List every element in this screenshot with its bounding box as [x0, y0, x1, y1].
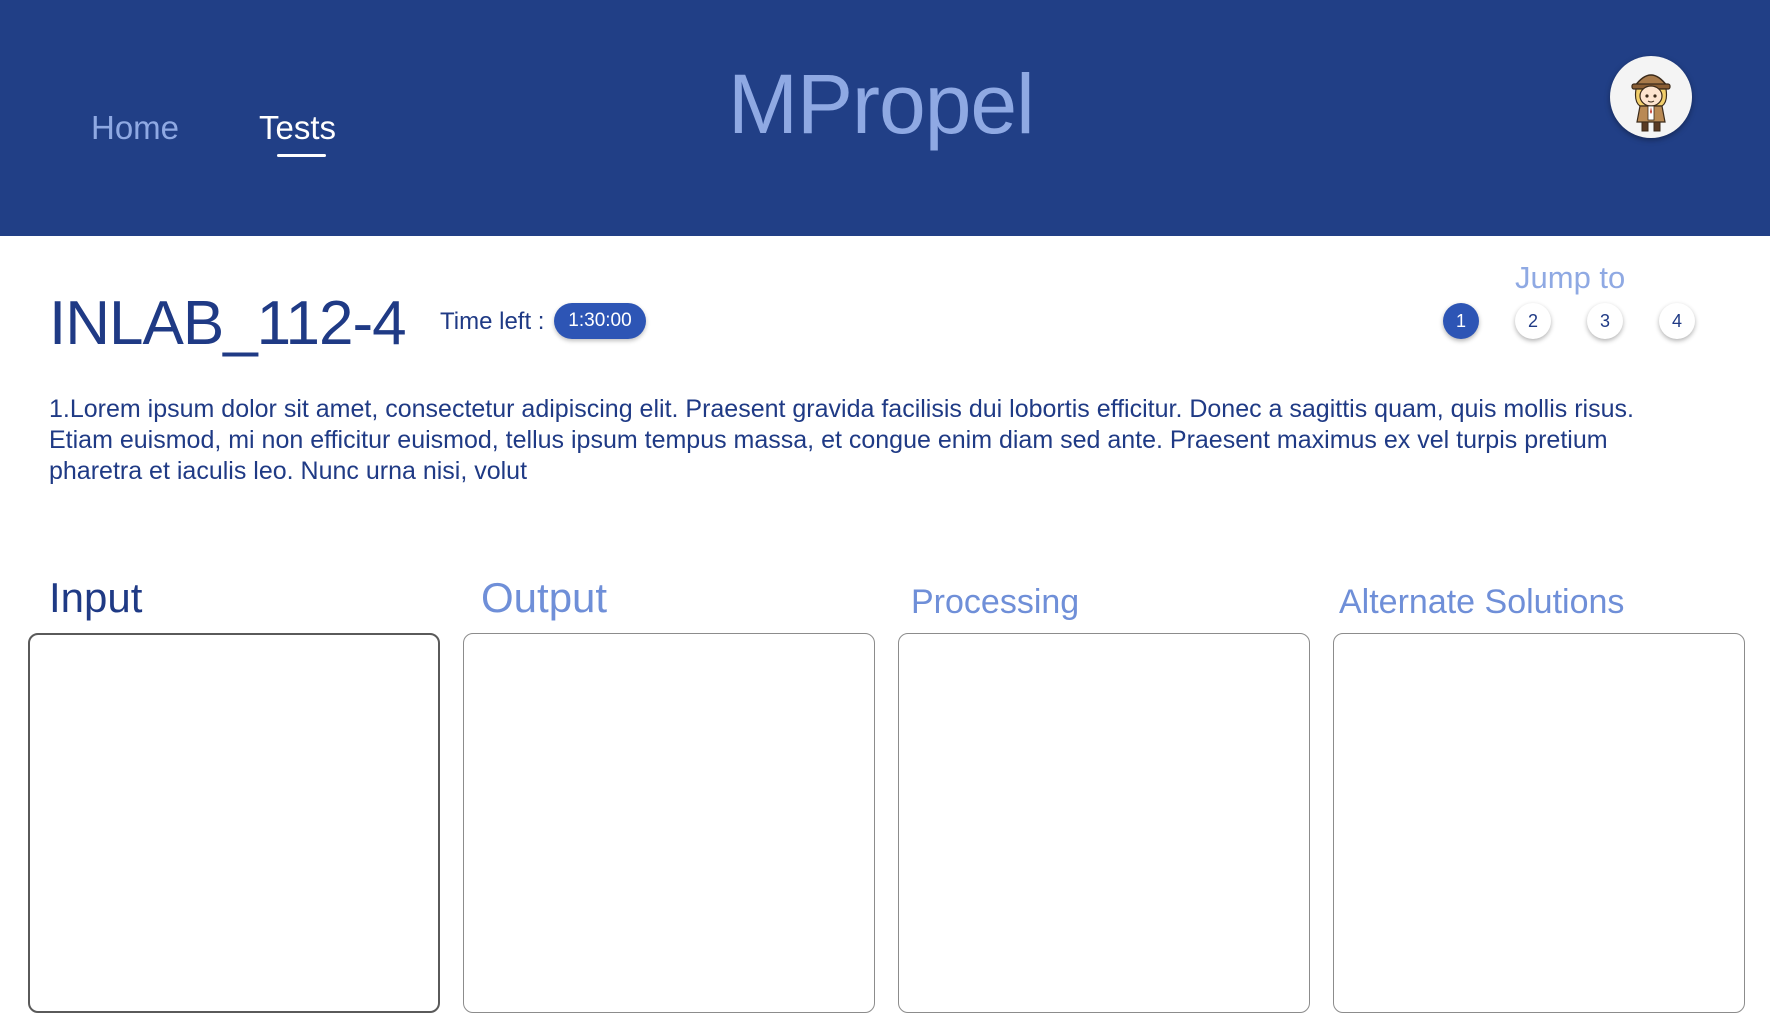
time-left-label: Time left :	[440, 308, 545, 335]
output-panel	[463, 633, 875, 1013]
detective-character-icon	[1631, 74, 1671, 132]
nav-home[interactable]: Home	[91, 109, 180, 146]
timer-badge: 1:30:00	[554, 303, 646, 339]
jump-button-3[interactable]: 3	[1587, 303, 1623, 339]
processing-textarea[interactable]	[899, 634, 1309, 1012]
jump-button-4[interactable]: 4	[1659, 303, 1695, 339]
input-label: Input	[49, 574, 143, 621]
avatar[interactable]	[1610, 56, 1692, 138]
alternate-solutions-label: Alternate Solutions	[1339, 583, 1625, 621]
input-textarea[interactable]	[30, 635, 438, 1011]
input-panel	[28, 633, 440, 1013]
test-title: INLAB_112-4	[49, 289, 407, 358]
processing-panel	[898, 633, 1310, 1013]
jump-button-1[interactable]: 1	[1443, 303, 1479, 339]
alternate-solutions-textarea[interactable]	[1334, 634, 1744, 1012]
nav-active-indicator	[277, 154, 326, 157]
app-header: Home Tests MPropel	[0, 0, 1770, 236]
brand-title: MPropel	[728, 57, 1035, 151]
jump-to-label: Jump to	[1515, 260, 1626, 295]
alternate-solutions-panel	[1333, 633, 1745, 1013]
output-label: Output	[481, 574, 608, 621]
processing-label: Processing	[911, 583, 1080, 621]
output-textarea[interactable]	[464, 634, 874, 1012]
question-text: 1.Lorem ipsum dolor sit amet, consectetu…	[49, 395, 1634, 485]
nav-tests[interactable]: Tests	[259, 109, 337, 146]
jump-button-2[interactable]: 2	[1515, 303, 1551, 339]
